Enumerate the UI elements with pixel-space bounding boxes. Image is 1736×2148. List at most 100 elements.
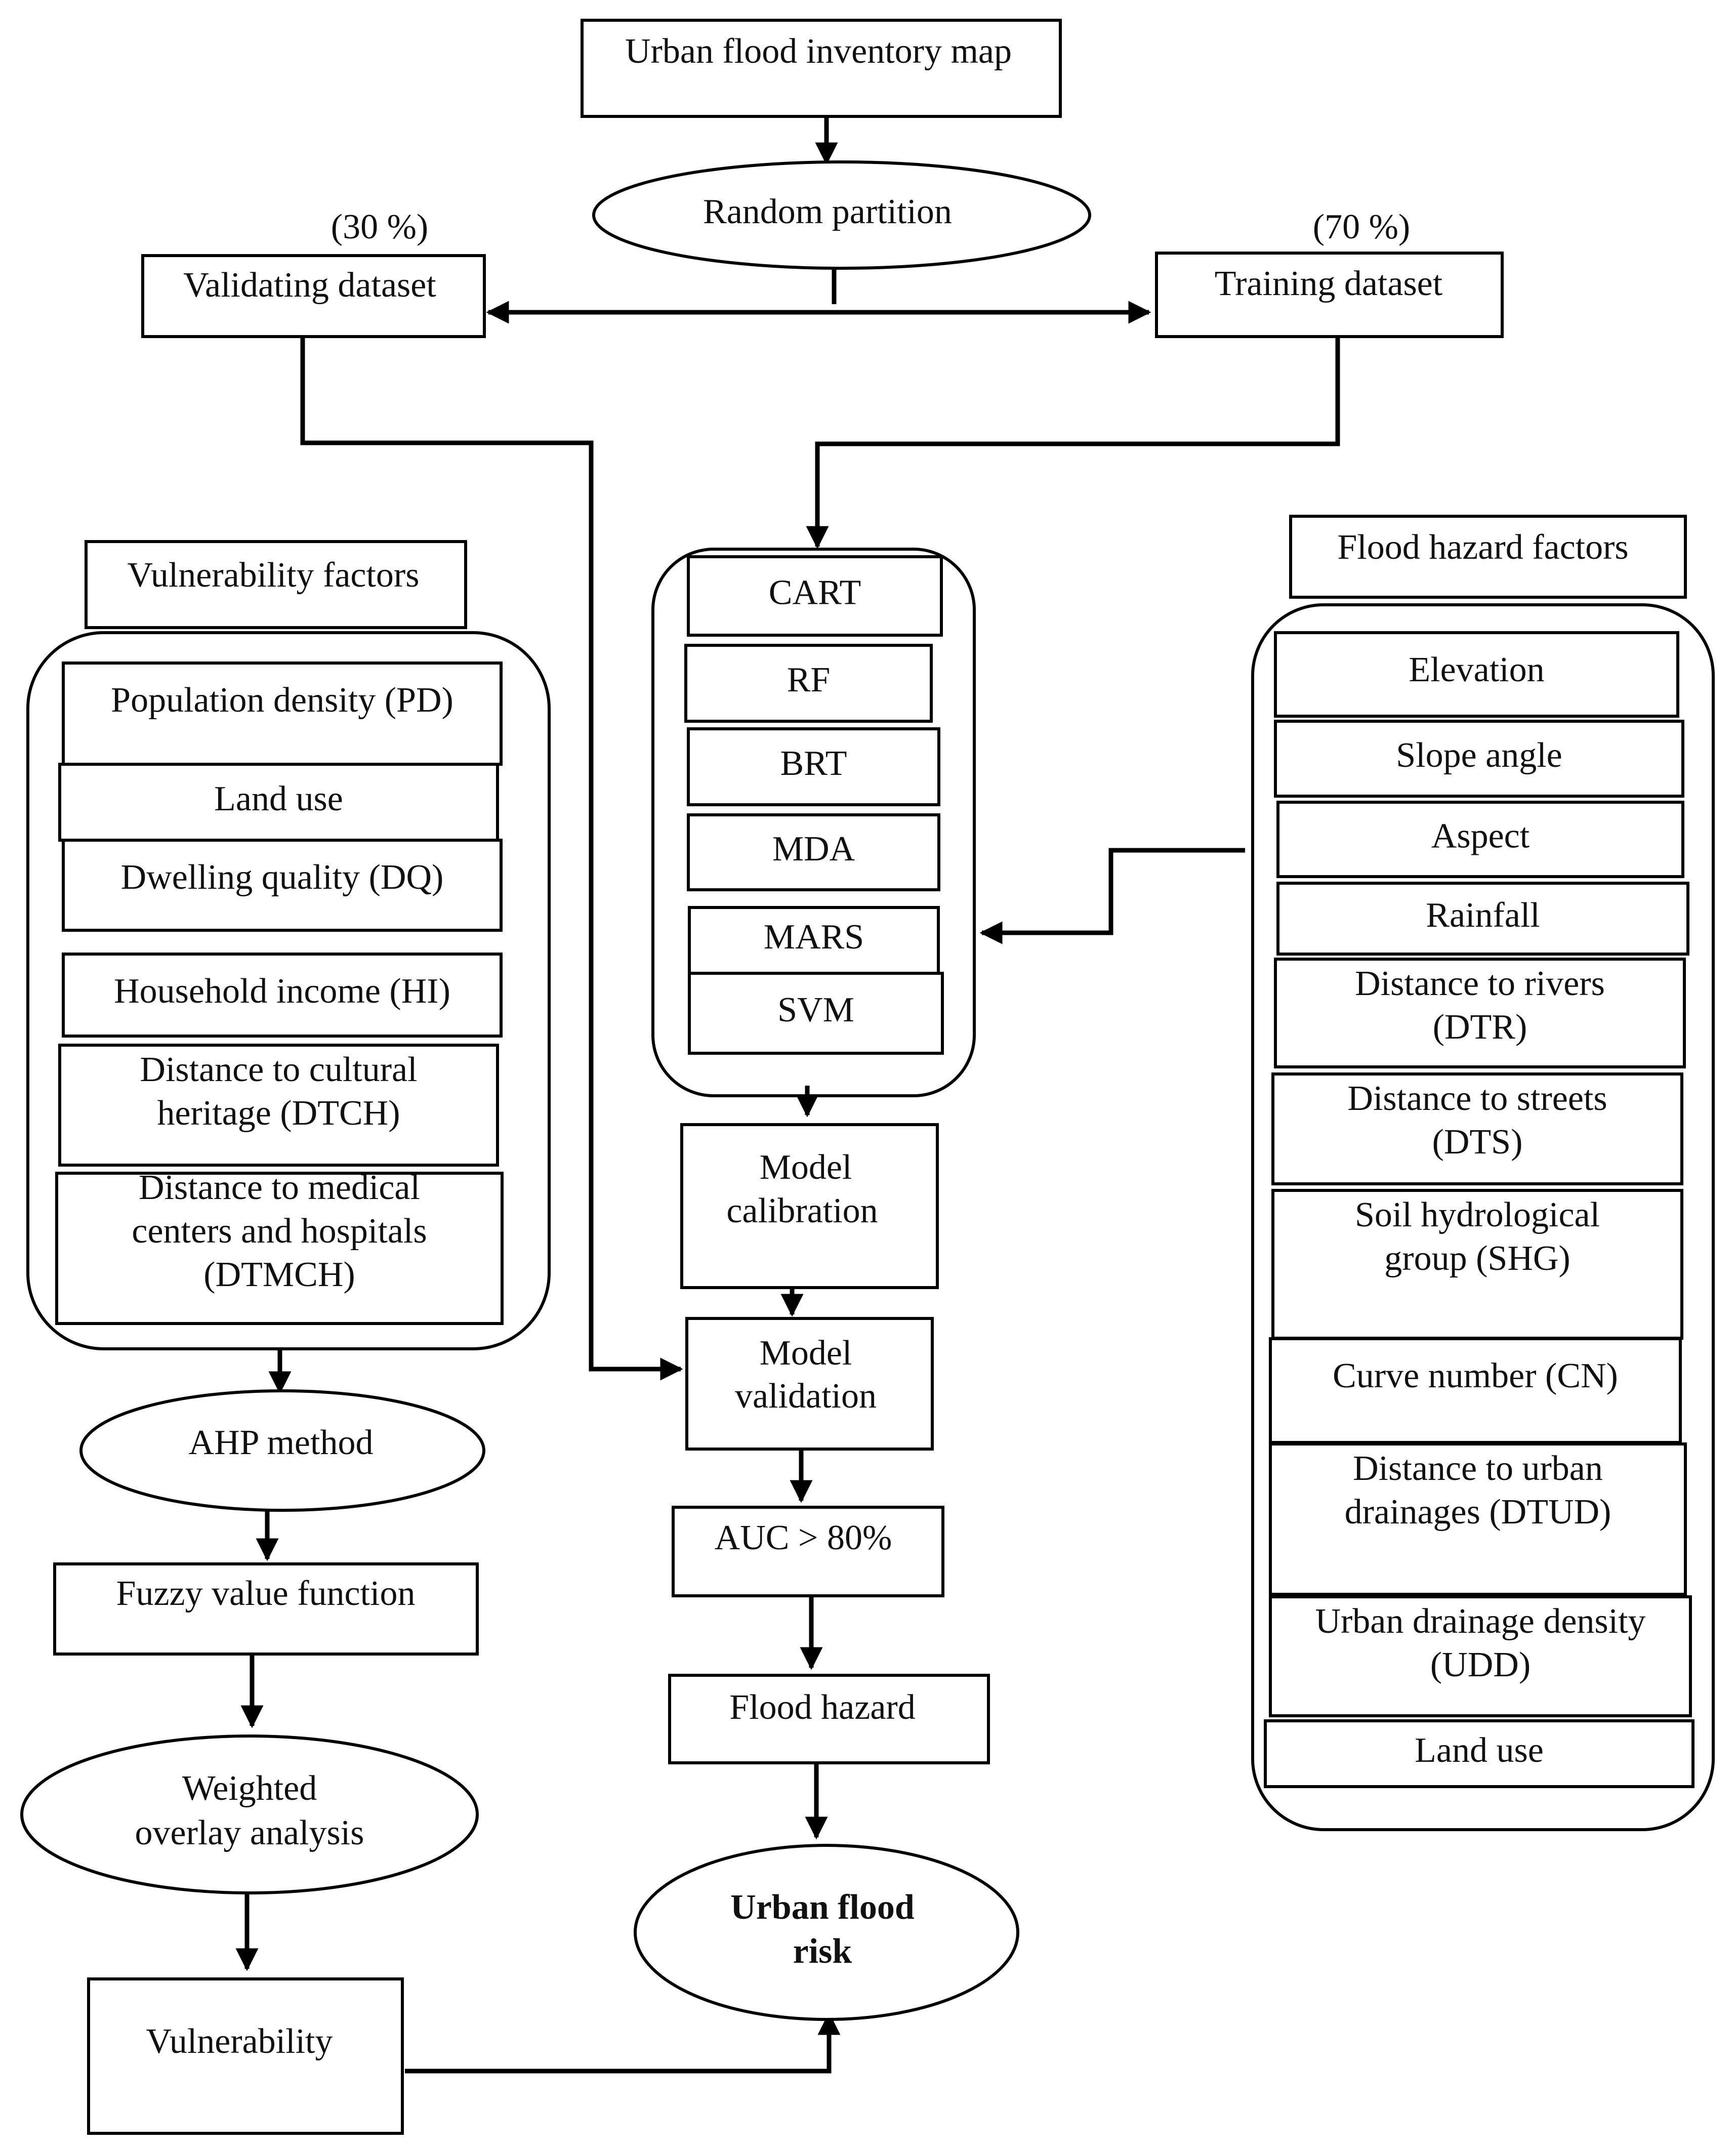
hazard-factor-label: (DTS) [1432, 1123, 1523, 1162]
ahp-method-label: AHP method [189, 1423, 374, 1462]
model-item: MARS [688, 906, 940, 975]
vulnerability-factor-item: Household income (HI) [62, 953, 503, 1038]
vulnerability-factors-group [26, 631, 551, 1350]
vulnerability-factor-label: Distance to medical [139, 1168, 420, 1207]
vulnerability-factors-title-box: Vulnerability factors [85, 540, 467, 629]
hazard-factor-label: Urban drainage density [1315, 1602, 1645, 1641]
model-calibration-box: Model calibration [680, 1123, 939, 1289]
hazard-factor-item: Urban drainage density (UDD) [1269, 1595, 1692, 1717]
vulnerability-factor-item: Dwelling quality (DQ) [62, 839, 503, 932]
hazard-factors-group [1251, 603, 1715, 1831]
hazard-factor-label: Distance to rivers [1355, 964, 1605, 1003]
ahp-method-node: AHP method [79, 1389, 485, 1512]
connectors [235, 116, 1340, 2074]
vulnerability-factor-item: Distance to cultural heritage (DTCH) [58, 1044, 499, 1167]
weighted-overlay-node: Weighted overlay analysis [20, 1734, 479, 1894]
hazard-factors-title: Flood hazard factors [1337, 528, 1628, 567]
hazard-factor-label: (UDD) [1430, 1645, 1531, 1684]
flood-hazard-box: Flood hazard [668, 1674, 990, 1764]
hazard-factor-item: Rainfall [1276, 882, 1689, 956]
training-dataset-label: Training dataset [1215, 264, 1443, 303]
model-validation-line1: Model [760, 1334, 852, 1373]
arrow-hazard-factors-to-models [979, 848, 1245, 944]
urban-flood-risk-line2: risk [793, 1932, 852, 1971]
vulnerability-factor-label: heritage (DTCH) [157, 1094, 400, 1133]
arrow-training-to-models [806, 337, 1340, 549]
model-calibration-line2: calibration [726, 1191, 878, 1230]
model-list: CART RF BRT MDA MARS SVM [684, 555, 944, 1055]
model-validation-box: Model validation [685, 1317, 934, 1451]
vulnerability-factor-label: Dwelling quality (DQ) [121, 858, 444, 897]
model-label: RF [787, 660, 831, 699]
fuzzy-value-label: Fuzzy value function [116, 1574, 416, 1613]
hazard-factor-label: Curve number (CN) [1333, 1356, 1618, 1395]
model-calibration-line1: Model [760, 1148, 852, 1187]
validating-dataset-box: Validating dataset [141, 254, 486, 338]
vulnerability-factor-list: Population density (PD) Land useDwelling … [55, 662, 504, 1325]
hazard-factor-label: Rainfall [1426, 896, 1540, 935]
model-label: BRT [780, 744, 847, 783]
auc-box: AUC > 80% [672, 1506, 944, 1597]
arrow-vulnerability-to-risk [405, 2012, 841, 2074]
model-item: MDA [687, 813, 940, 891]
hazard-factor-item: Distance to urban drainages (DTUD) [1269, 1442, 1687, 1596]
vulnerability-factor-label: Population density (PD) [111, 681, 453, 720]
hazard-factor-item: Aspect [1276, 801, 1684, 878]
hazard-factor-item: Elevation [1274, 631, 1679, 718]
model-item: CART [687, 555, 943, 637]
random-partition-node: Random partition [592, 160, 1091, 270]
model-item: RF [684, 644, 933, 723]
training-dataset-box: Training dataset [1155, 252, 1504, 338]
model-label: MARS [764, 918, 864, 957]
vulnerability-factor-item: Population density (PD) [62, 662, 503, 766]
hazard-factor-item: Curve number (CN) [1269, 1337, 1682, 1444]
hazard-factor-label: group (SHG) [1384, 1239, 1570, 1278]
vulnerability-box: Vulnerability [87, 1977, 404, 2135]
vulnerability-factor-label: (DTMCH) [203, 1255, 355, 1294]
validating-dataset-label: Validating dataset [183, 266, 436, 305]
model-label: CART [769, 573, 861, 612]
vulnerability-factor-label: Land use [214, 779, 343, 818]
hazard-factor-label: Distance to urban [1353, 1449, 1603, 1488]
hazard-factor-item: Slope angle [1274, 720, 1684, 798]
fuzzy-value-box: Fuzzy value function [53, 1562, 479, 1656]
hazard-factor-item: Land use [1264, 1719, 1694, 1788]
urban-flood-risk-node: Urban flood risk [634, 1844, 1019, 2021]
vulnerability-factor-label: centers and hospitals [132, 1212, 427, 1251]
weighted-overlay-line1: Weighted [182, 1769, 317, 1808]
vulnerability-factor-label: Distance to cultural [140, 1050, 417, 1089]
model-label: SVM [777, 990, 854, 1029]
hazard-factor-label: Slope angle [1396, 736, 1562, 775]
hazard-factor-item: Distance to rivers(DTR) [1274, 958, 1686, 1068]
hazard-factor-label: Distance to streets [1347, 1079, 1607, 1118]
validating-percent: (30 %) [331, 208, 428, 246]
flood-hazard-label: Flood hazard [729, 1688, 915, 1727]
hazard-factor-item: Distance to streets (DTS) [1271, 1072, 1683, 1185]
weighted-overlay-line2: overlay analysis [135, 1813, 364, 1852]
hazard-factor-label: drainages (DTUD) [1345, 1493, 1611, 1532]
hazard-factors-title-box: Flood hazard factors [1289, 515, 1687, 599]
inventory-map-label: Urban flood inventory map [625, 32, 1012, 71]
vulnerability-label: Vulnerability [146, 2022, 333, 2061]
model-label: MDA [772, 830, 855, 869]
arrow-validating-to-model-validation [300, 337, 683, 1381]
model-item: BRT [687, 727, 940, 806]
hazard-factor-label: Land use [1415, 1731, 1544, 1770]
hazard-factor-label: Elevation [1409, 650, 1544, 689]
vulnerability-factors-title: Vulnerability factors [128, 556, 420, 595]
vulnerability-factor-item: Land use [58, 763, 499, 842]
model-validation-line2: validation [735, 1377, 877, 1416]
hazard-factor-item: Soil hydrological group (SHG) [1271, 1189, 1683, 1340]
training-percent: (70 %) [1313, 208, 1410, 246]
model-item: SVM [688, 972, 944, 1055]
auc-label: AUC > 80% [715, 1518, 892, 1557]
models-group [651, 548, 976, 1097]
hazard-factor-label: Soil hydrological [1355, 1195, 1600, 1234]
random-partition-label: Random partition [703, 192, 952, 231]
vulnerability-factor-item: Distance to medical centers and hospitals… [55, 1168, 504, 1325]
vulnerability-factor-label: Household income (HI) [114, 972, 450, 1011]
hazard-factor-label: Aspect [1431, 817, 1530, 856]
inventory-map-box: Urban flood inventory map [581, 19, 1062, 118]
